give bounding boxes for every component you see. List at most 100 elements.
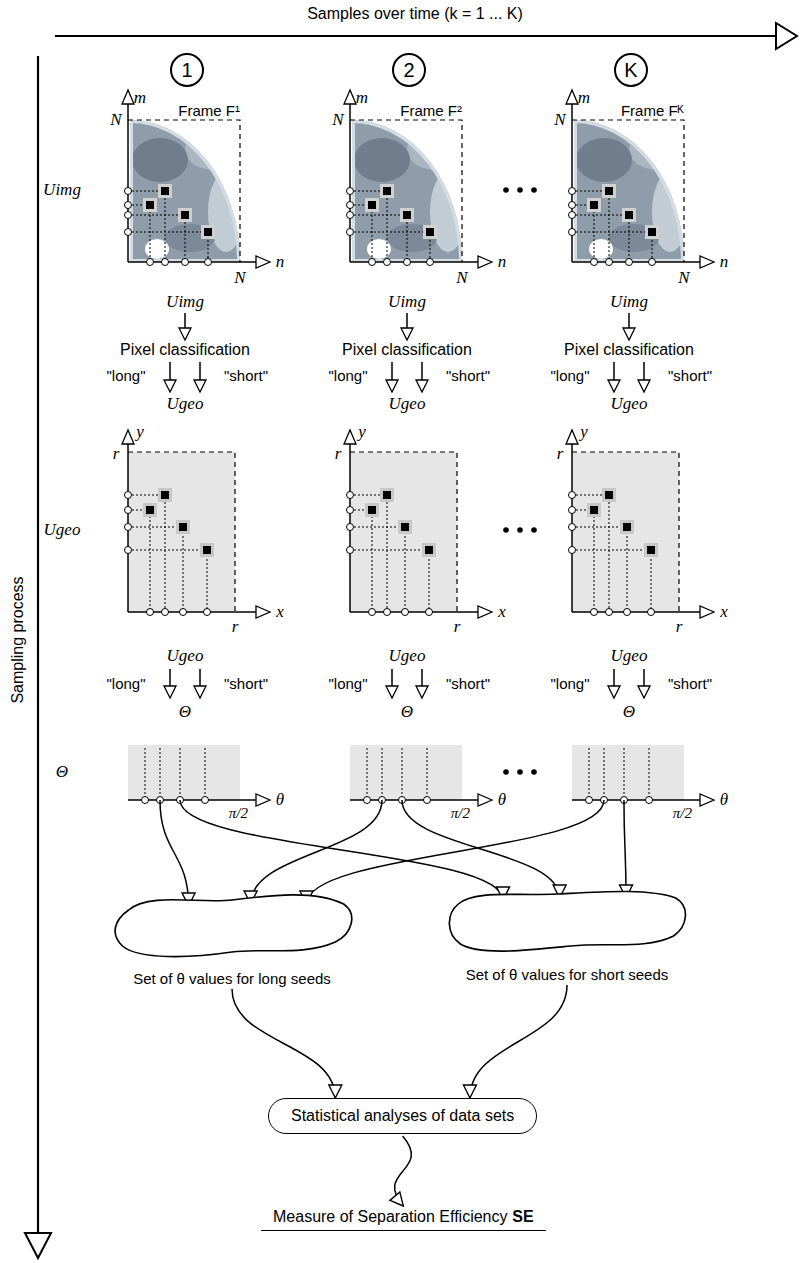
axis-label: m bbox=[134, 88, 146, 108]
frame-photo bbox=[128, 118, 245, 264]
sample-number: 1 bbox=[170, 53, 204, 87]
class-label: "long" bbox=[328, 675, 367, 692]
set-label: Θ bbox=[179, 702, 191, 722]
sample-number: 2 bbox=[392, 53, 426, 87]
set-label: Ugeo bbox=[167, 394, 204, 414]
process-axis bbox=[37, 56, 39, 1234]
class-label: "long" bbox=[328, 367, 367, 384]
flow-connector bbox=[470, 985, 567, 1098]
connector-arrowhead bbox=[463, 1085, 476, 1098]
axis-label: r bbox=[557, 444, 564, 464]
flow-connector bbox=[180, 800, 503, 900]
axis-label: m bbox=[356, 88, 368, 108]
column-drawing bbox=[122, 90, 270, 806]
blob-outline bbox=[444, 886, 690, 958]
class-label: "long" bbox=[106, 367, 145, 384]
class-label: "short" bbox=[224, 367, 268, 384]
geometry-panel bbox=[128, 452, 235, 612]
axis-label: r bbox=[454, 617, 461, 637]
node-text: π/2 bbox=[673, 805, 692, 822]
node-text: π/2 bbox=[229, 805, 248, 822]
connector-arrowhead bbox=[390, 1192, 403, 1206]
flow-connector bbox=[160, 800, 189, 906]
axis-label: N bbox=[554, 110, 565, 130]
axis-label: N bbox=[456, 268, 467, 288]
axis-arrowhead bbox=[256, 606, 270, 618]
node-text: Frame F² bbox=[400, 102, 462, 119]
ellipsis-dots bbox=[503, 187, 537, 775]
step-label: Pixel classification bbox=[120, 341, 250, 359]
data-set-blob: Set of θ values for long seeds bbox=[108, 890, 356, 987]
blob-outline-path bbox=[115, 895, 352, 957]
flow-connector bbox=[402, 800, 560, 898]
axis-arrowhead bbox=[256, 794, 270, 806]
axis-label: y bbox=[358, 422, 366, 442]
set-label: Ugeo bbox=[389, 394, 426, 414]
node-text: 2 bbox=[403, 59, 414, 82]
class-label: "long" bbox=[106, 675, 145, 692]
axis-label: N bbox=[678, 268, 689, 288]
result-text: Measure of Separation EfficiencySE bbox=[261, 1206, 546, 1231]
image-frame: Frame F² bbox=[350, 120, 462, 262]
blob-outline bbox=[108, 890, 356, 962]
axis-label: θ bbox=[276, 790, 284, 810]
axis-label: n bbox=[498, 252, 507, 272]
photo-rim bbox=[130, 120, 240, 262]
projection-lines bbox=[128, 495, 207, 612]
theta-panel bbox=[128, 745, 240, 800]
column-drawing bbox=[344, 90, 492, 806]
panel-border bbox=[128, 452, 235, 612]
axis-label: x bbox=[720, 602, 728, 622]
axis-marks bbox=[125, 492, 211, 616]
step-label: Pixel classification bbox=[342, 341, 472, 359]
axis-label: N bbox=[234, 268, 245, 288]
class-label: "short" bbox=[446, 367, 490, 384]
axis-title: Sampling process bbox=[9, 576, 27, 703]
axis-label: θ bbox=[498, 790, 506, 810]
process-box: Statistical analyses of data sets bbox=[268, 1098, 537, 1134]
set-label: Uimg bbox=[166, 292, 204, 312]
axis-arrowhead bbox=[256, 256, 270, 268]
class-label: "short" bbox=[668, 675, 712, 692]
axis-label: N bbox=[332, 110, 343, 130]
node-text: Set of θ values for long seeds bbox=[108, 970, 356, 987]
image-frame: Frame Fᴷ bbox=[572, 120, 684, 262]
photo-texture bbox=[132, 138, 188, 182]
image-frame: Frame F¹ bbox=[128, 120, 240, 262]
theta-set: π/2 bbox=[350, 745, 462, 800]
pixel-samples bbox=[146, 491, 211, 554]
time-arrowhead bbox=[776, 23, 797, 49]
axis-label: r bbox=[232, 617, 239, 637]
node-text: Statistical analyses of data sets bbox=[291, 1107, 514, 1125]
process-arrowhead bbox=[25, 1233, 51, 1258]
axis-label: y bbox=[580, 422, 588, 442]
node-text: π/2 bbox=[451, 805, 470, 822]
flow-connector bbox=[624, 800, 626, 898]
projection-lines bbox=[145, 748, 205, 800]
set-label: Ugeo bbox=[611, 646, 648, 666]
set-label: Ugeo bbox=[389, 646, 426, 666]
axis-label: n bbox=[720, 252, 729, 272]
axis-arrowhead bbox=[122, 430, 134, 444]
axis-label: x bbox=[276, 602, 284, 622]
set-label: Ugeo bbox=[167, 646, 204, 666]
axis-marks bbox=[142, 797, 209, 804]
class-label: "short" bbox=[224, 675, 268, 692]
row-label: Θ bbox=[56, 762, 68, 782]
blob-outline-path bbox=[449, 892, 685, 952]
axis-marks bbox=[125, 188, 212, 266]
set-label: Uimg bbox=[610, 292, 648, 312]
node-text: K bbox=[624, 59, 637, 82]
class-label: "long" bbox=[550, 675, 589, 692]
axis-line bbox=[127, 104, 129, 262]
class-label: "short" bbox=[668, 367, 712, 384]
flow-connector bbox=[232, 989, 335, 1098]
pixel-halos bbox=[143, 184, 215, 239]
sample-number: K bbox=[614, 53, 648, 87]
axis-label: n bbox=[276, 252, 285, 272]
step-label: Pixel classification bbox=[564, 341, 694, 359]
class-label: "short" bbox=[446, 675, 490, 692]
